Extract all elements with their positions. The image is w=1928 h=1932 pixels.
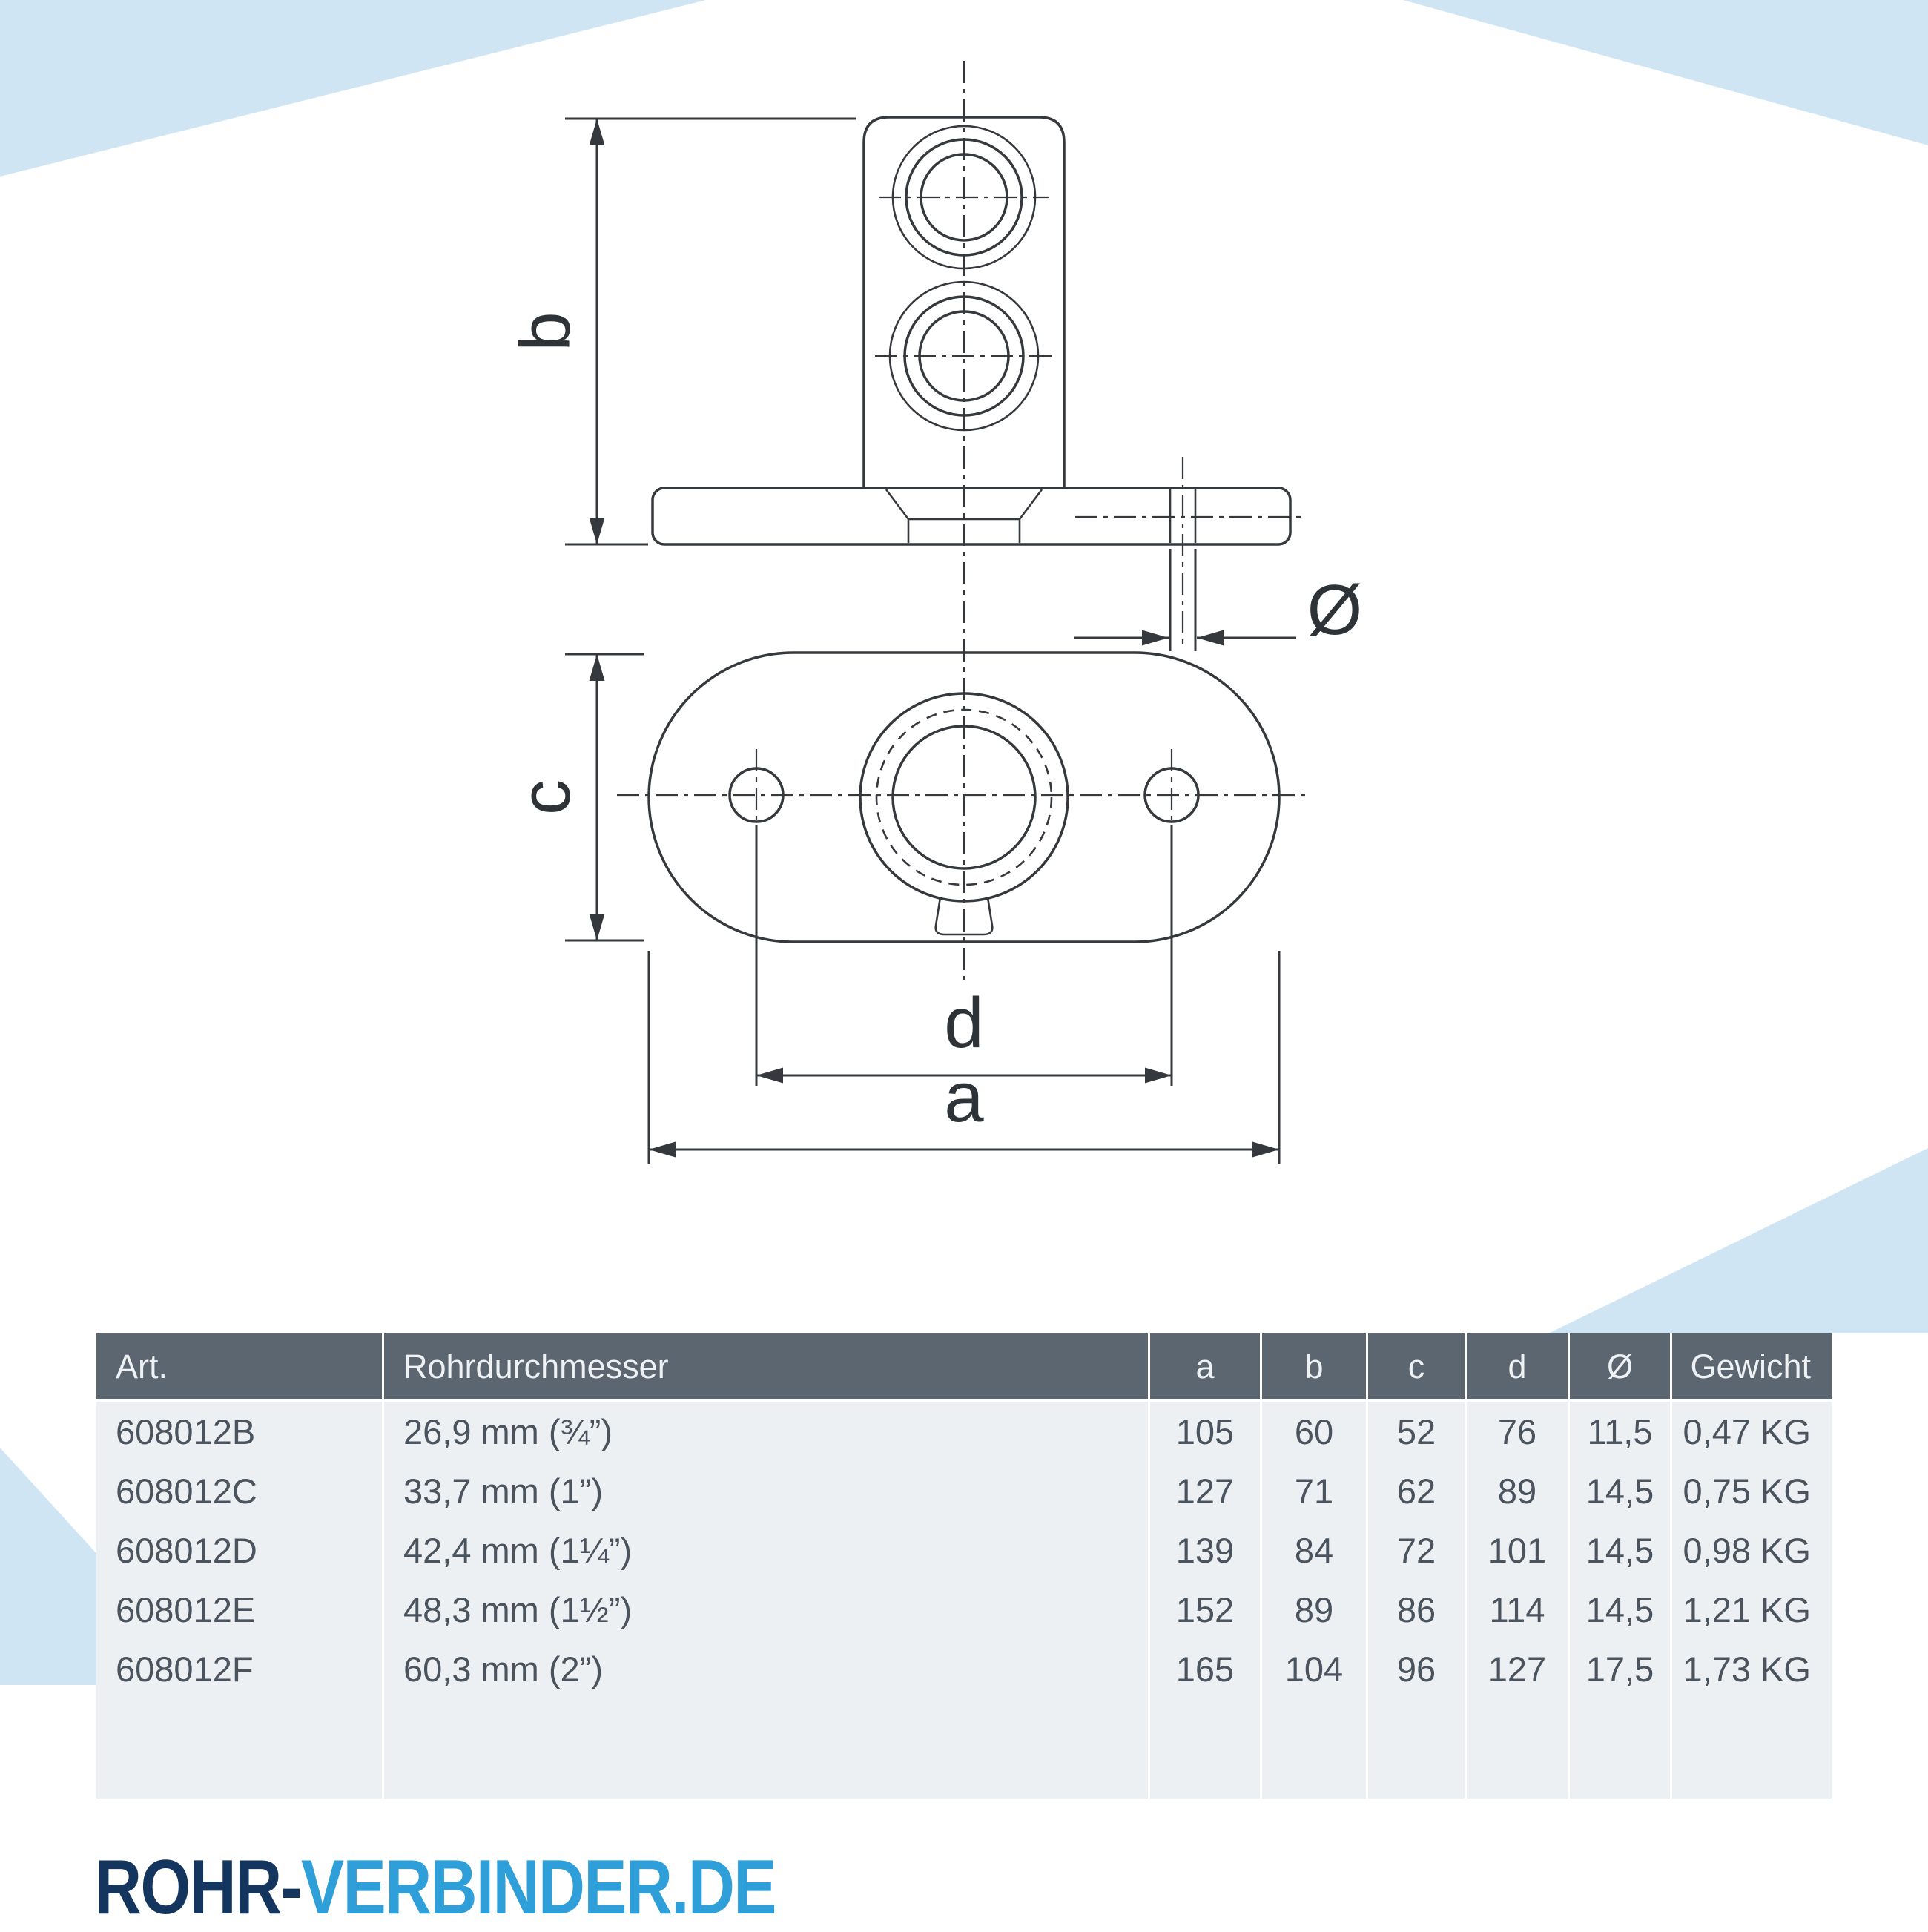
cell-c: 86 [1368, 1580, 1465, 1639]
logo-text-light: VERBINDER.DE [300, 1844, 777, 1931]
cell-art: 608012D [96, 1520, 382, 1580]
top-view [647, 651, 1281, 943]
socket-thread-circle [875, 708, 1053, 886]
dim-d-extension [755, 825, 1173, 1086]
through-hole-lines [907, 519, 1021, 543]
base-plate-outline [651, 487, 1292, 546]
logo-text-dark: ROHR- [95, 1844, 303, 1931]
countersink-profile [885, 489, 1043, 521]
col-header-rohrdurchmesser: Rohrdurchmesser [384, 1333, 1148, 1402]
cell-gewicht: 1,21 KG [1672, 1580, 1832, 1639]
obround-flange-outline [647, 651, 1281, 943]
dim-dia-extension [1169, 549, 1197, 651]
col-header-d: d [1467, 1333, 1568, 1402]
col-header-b: b [1262, 1333, 1366, 1402]
technical-drawing: b Ø c d a [506, 61, 1363, 1164]
dim-d-label: d [944, 983, 983, 1063]
upper-boss-outer [891, 125, 1037, 270]
col-header-c: c [1368, 1333, 1465, 1402]
cell-diameter: 17,5 [1570, 1639, 1670, 1698]
table-filler-cell [1262, 1698, 1366, 1799]
cell-c: 72 [1368, 1520, 1465, 1580]
cell-b: 89 [1262, 1580, 1366, 1639]
cell-art: 608012C [96, 1461, 382, 1520]
col-header-gewicht: Gewicht [1672, 1333, 1832, 1402]
cell-gewicht: 1,73 KG [1672, 1639, 1832, 1698]
cell-rohrdurchmesser: 60,3 mm (2”) [384, 1639, 1148, 1698]
cell-rohrdurchmesser: 26,9 mm (¾”) [384, 1402, 1148, 1461]
cell-c: 96 [1368, 1639, 1465, 1698]
dimensions: b Ø c d a [506, 117, 1363, 1164]
cell-diameter: 14,5 [1570, 1580, 1670, 1639]
table-filler-cell [1368, 1698, 1465, 1799]
cell-gewicht: 0,98 KG [1672, 1520, 1832, 1580]
cell-rohrdurchmesser: 42,4 mm (1¼”) [384, 1520, 1148, 1580]
cell-gewicht: 0,47 KG [1672, 1402, 1832, 1461]
cell-gewicht: 0,75 KG [1672, 1461, 1832, 1520]
lower-boss-outer [888, 280, 1040, 432]
right-bolt-hole [1143, 767, 1200, 823]
cell-a: 139 [1150, 1520, 1260, 1580]
cell-c: 52 [1368, 1402, 1465, 1461]
cell-art: 608012B [96, 1402, 382, 1461]
cell-b: 60 [1262, 1402, 1366, 1461]
dim-a-extension [647, 951, 1281, 1164]
socket-bore-circle [891, 725, 1037, 870]
cell-a: 165 [1150, 1639, 1260, 1698]
cell-diameter: 14,5 [1570, 1520, 1670, 1580]
brand-logo: ROHR-VERBINDER.DE [95, 1844, 777, 1932]
cell-b: 104 [1262, 1639, 1366, 1698]
cell-c: 62 [1368, 1461, 1465, 1520]
setscrew-lug [934, 897, 994, 936]
decor-top-right [1403, 0, 1928, 145]
cell-b: 71 [1262, 1461, 1366, 1520]
cell-art: 608012F [96, 1639, 382, 1698]
cell-a: 105 [1150, 1402, 1260, 1461]
cell-diameter: 11,5 [1570, 1402, 1670, 1461]
side-view [651, 116, 1292, 546]
upper-boss-ring [905, 138, 1023, 257]
cell-d: 127 [1467, 1639, 1568, 1698]
table-filler-cell [384, 1698, 1148, 1799]
spec-table: Art. Rohrdurchmesser a b c d Ø Gewicht 6… [96, 1333, 1832, 1799]
dim-a-label: a [944, 1058, 984, 1137]
cell-b: 84 [1262, 1520, 1366, 1580]
lower-boss-bore [918, 310, 1010, 402]
decor-right-middle [1548, 1148, 1928, 1333]
table-filler-cell [96, 1698, 382, 1799]
col-header-a: a [1150, 1333, 1260, 1402]
decor-top-left [0, 0, 706, 177]
table-filler-cell [1467, 1698, 1568, 1799]
dim-c-label: c [506, 779, 585, 815]
table-filler-cell [1150, 1698, 1260, 1799]
cell-a: 127 [1150, 1461, 1260, 1520]
left-bolt-hole [728, 767, 785, 823]
cell-d: 101 [1467, 1520, 1568, 1580]
centerlines [617, 61, 1311, 985]
cell-d: 89 [1467, 1461, 1568, 1520]
col-header-diameter: Ø [1570, 1333, 1670, 1402]
cell-rohrdurchmesser: 33,7 mm (1”) [384, 1461, 1148, 1520]
table-filler-cell [1570, 1698, 1670, 1799]
cell-art: 608012E [96, 1580, 382, 1639]
dim-b-label: b [506, 311, 585, 351]
bolt-hole-section [1169, 489, 1197, 543]
upper-boss-bore [920, 153, 1008, 242]
upright-plate-outline [862, 116, 1066, 488]
col-header-art: Art. [96, 1333, 382, 1402]
cell-d: 76 [1467, 1402, 1568, 1461]
cell-d: 114 [1467, 1580, 1568, 1639]
cell-rohrdurchmesser: 48,3 mm (1½”) [384, 1580, 1148, 1639]
lower-boss-ring [903, 295, 1025, 417]
table-filler-cell [1672, 1698, 1832, 1799]
socket-outer-circle [859, 692, 1069, 903]
cell-diameter: 14,5 [1570, 1461, 1670, 1520]
cell-a: 152 [1150, 1580, 1260, 1639]
dim-dia-label: Ø [1307, 570, 1363, 650]
